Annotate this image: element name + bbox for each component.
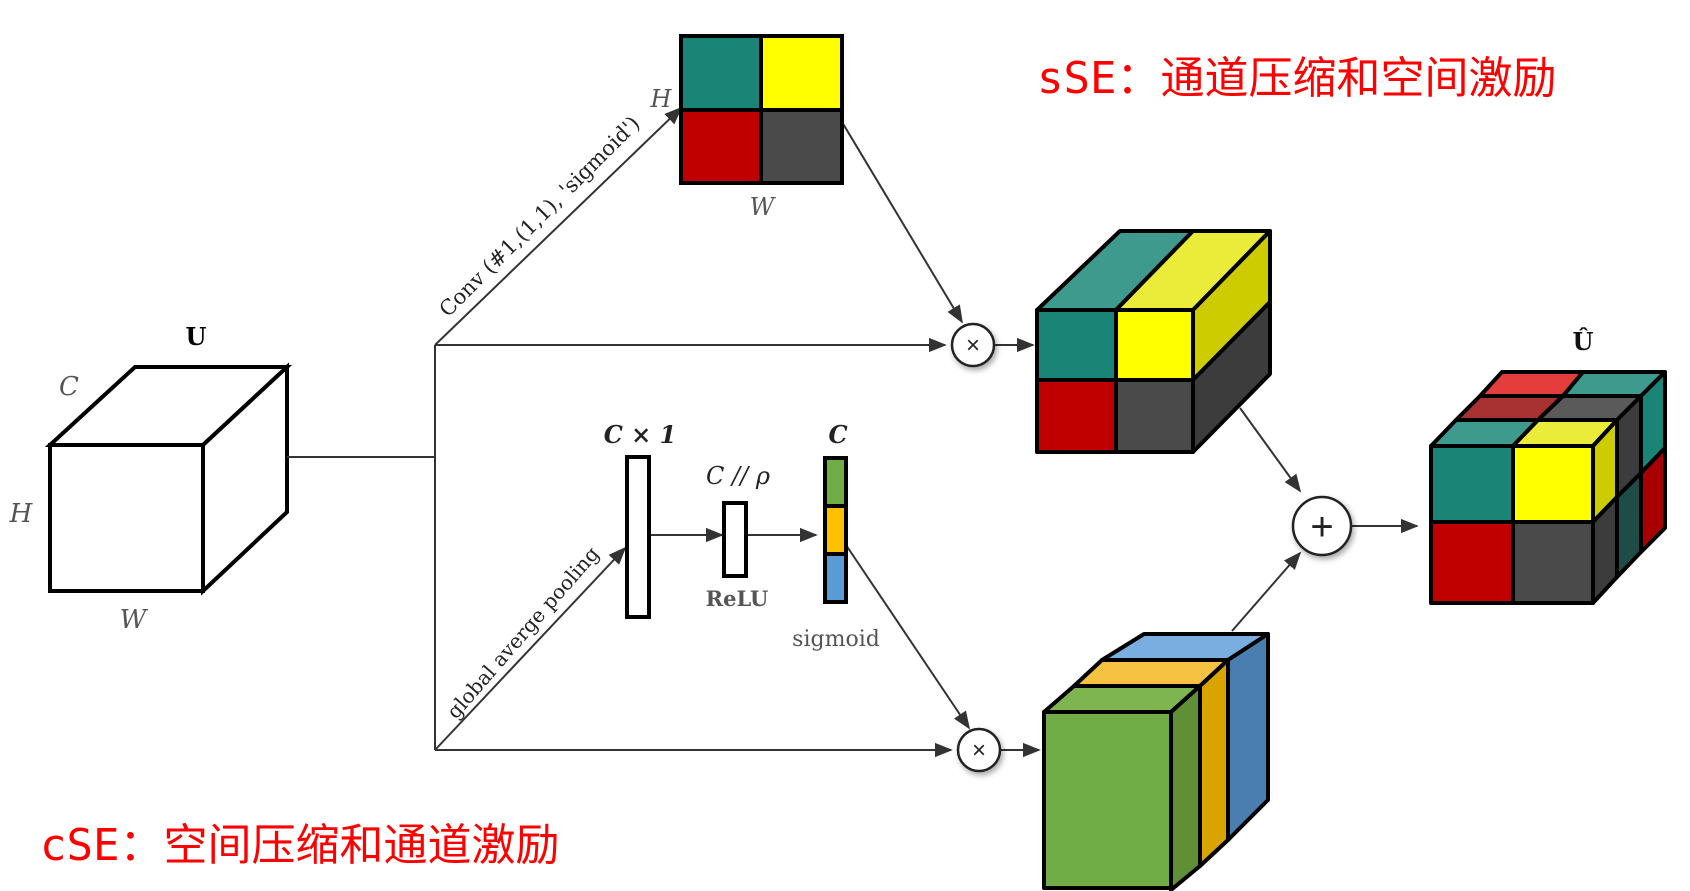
output-label: Û — [1573, 327, 1594, 356]
multiply-op-top: × — [950, 322, 996, 368]
relu-label: ReLU — [706, 586, 769, 611]
vector-c-div-rho — [722, 501, 748, 578]
vec3-seg-green — [823, 456, 848, 508]
cse-caption: cSE：空间压缩和通道激励 — [40, 820, 559, 871]
map-dim-h: H — [650, 85, 673, 113]
map-dim-w: W — [750, 193, 777, 221]
vector-c-by-1 — [625, 455, 651, 619]
cse-output-cube — [1042, 632, 1270, 891]
vector-c-div-rho-label: C // ρ — [706, 462, 770, 490]
input-label: U — [186, 322, 207, 351]
vector-c-by-1-label: C × 1 — [604, 420, 677, 449]
input-cube — [44, 362, 293, 596]
pooling-label: global averge pooling — [442, 542, 604, 724]
vec3-seg-orange — [823, 504, 848, 556]
map-cell-red — [679, 108, 763, 185]
sigmoid-label: sigmoid — [792, 627, 880, 652]
connector-lines — [287, 106, 1419, 758]
sse-caption: sSE：通道压缩和空间激励 — [1037, 53, 1556, 104]
map-cell-yellow — [759, 34, 844, 112]
spatial-attention-map — [679, 34, 844, 185]
conv-label: Conv (#1,(1,1), 'sigmoid') — [435, 111, 645, 321]
add-op: + — [1291, 495, 1353, 557]
map-cell-teal — [679, 34, 763, 112]
input-dim-h: H — [9, 499, 34, 529]
svg-text:×: × — [972, 737, 986, 764]
map-cell-gray — [759, 108, 844, 185]
input-dim-w: W — [120, 605, 149, 635]
multiply-op-bottom: × — [956, 727, 1002, 773]
vec3-seg-blue — [823, 552, 848, 604]
vector-c-label: C — [828, 420, 847, 449]
final-output-cube — [1429, 370, 1667, 605]
sse-output-cube — [1035, 229, 1272, 454]
vector-c-sigmoid — [823, 456, 848, 604]
svg-text:+: + — [1310, 505, 1333, 549]
svg-text:×: × — [966, 332, 980, 359]
input-dim-c: C — [59, 372, 79, 402]
